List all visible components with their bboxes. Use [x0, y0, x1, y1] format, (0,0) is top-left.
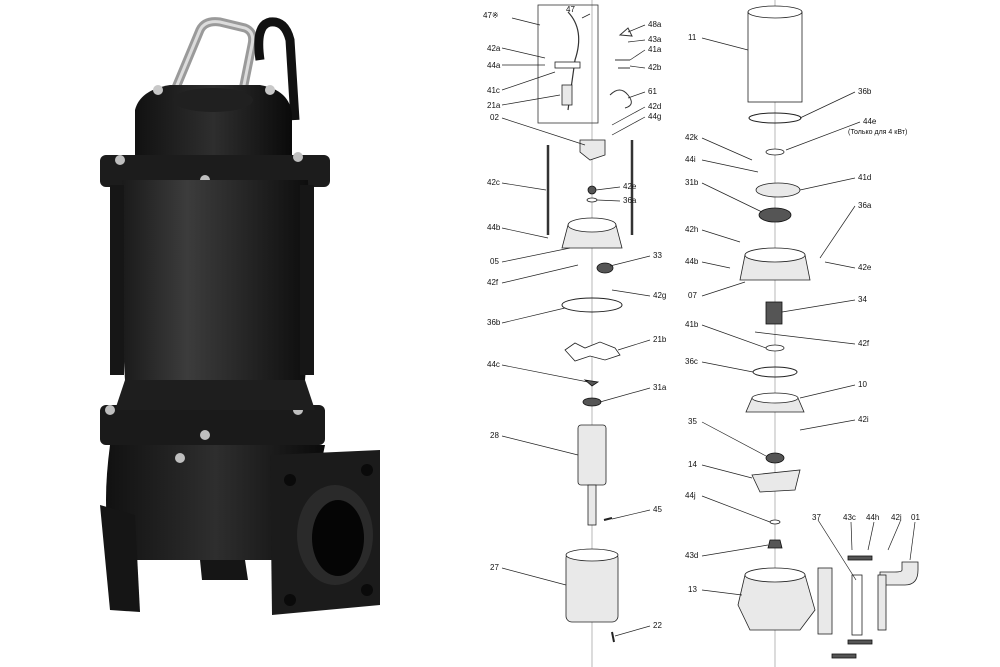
- label-42g: 42g: [653, 291, 666, 300]
- label-33: 33: [653, 251, 662, 260]
- label-14: 14: [688, 460, 697, 469]
- label-44a: 44a: [487, 61, 501, 70]
- label-61: 61: [648, 87, 657, 96]
- part-13-flange: [817, 567, 833, 635]
- label-44e: 44e: [863, 117, 877, 126]
- label-31b: 31b: [685, 178, 699, 187]
- label-11: 11: [688, 33, 697, 42]
- label-36b: 36b: [487, 318, 501, 327]
- label-02: 02: [490, 113, 499, 122]
- part-61: [609, 89, 632, 109]
- label-42k: 42k: [685, 133, 699, 142]
- cable-inset-box: [537, 4, 599, 124]
- leader-lines: [501, 13, 916, 637]
- label-13: 13: [688, 585, 697, 594]
- label-31a: 31a: [653, 383, 667, 392]
- part-36b: [561, 297, 623, 313]
- label-45: 45: [653, 505, 662, 514]
- label-05: 05: [490, 257, 499, 266]
- part-21b: [564, 341, 621, 362]
- label-47-note: 47※: [483, 11, 499, 20]
- power-cable: [254, 17, 300, 121]
- part-14-impeller: [751, 469, 801, 493]
- label-42b: 42b: [648, 63, 662, 72]
- label-42e: 42e: [623, 182, 637, 191]
- label-43a: 43a: [648, 35, 662, 44]
- label-42h: 42h: [685, 225, 698, 234]
- label-42e-r: 42e: [858, 263, 872, 272]
- label-44j: 44j: [685, 491, 696, 500]
- label-36b-r: 36b: [858, 87, 872, 96]
- label-41d: 41d: [858, 173, 871, 182]
- label-44h: 44h: [866, 513, 879, 522]
- label-42d: 42d: [648, 102, 661, 111]
- label-42f-r: 42f: [858, 339, 870, 348]
- label-36c: 36c: [685, 357, 698, 366]
- label-44b-r: 44b: [685, 257, 699, 266]
- label-44i: 44i: [685, 155, 696, 164]
- label-36a: 36a: [623, 196, 637, 205]
- label-01: 01: [911, 513, 920, 522]
- label-07: 07: [688, 291, 697, 300]
- part-37-gasket: [851, 574, 863, 636]
- part-34-seal: [765, 301, 783, 325]
- label-35: 35: [688, 417, 697, 426]
- label-37: 37: [812, 513, 821, 522]
- label-43d: 43d: [685, 551, 698, 560]
- part-13-volute: [737, 574, 816, 631]
- part-33: [596, 262, 614, 274]
- support-leg: [100, 505, 140, 612]
- label-22: 22: [653, 621, 662, 630]
- label-44c: 44c: [487, 360, 500, 369]
- bolt-set: [831, 555, 873, 659]
- label-21b: 21b: [653, 335, 667, 344]
- label-10: 10: [858, 380, 867, 389]
- label-41a: 41a: [648, 45, 662, 54]
- label-41c: 41c: [487, 86, 500, 95]
- part-31b: [758, 207, 792, 223]
- label-42a: 42a: [487, 44, 501, 53]
- pump-photo: [100, 17, 380, 615]
- label-36a-r: 36a: [858, 201, 872, 210]
- label-42f: 42f: [487, 278, 499, 287]
- part-01-elbow: [879, 561, 919, 586]
- motor-body: [121, 180, 310, 380]
- label-27: 27: [490, 563, 499, 572]
- label-42c: 42c: [487, 178, 500, 187]
- label-28: 28: [490, 431, 499, 440]
- part-41d: [755, 182, 801, 198]
- label-44g: 44g: [648, 112, 661, 121]
- part-35: [765, 452, 785, 464]
- part-02: [579, 139, 606, 161]
- part-31a: [582, 397, 602, 407]
- label-47: 47: [566, 5, 575, 14]
- motor-head: [135, 85, 292, 160]
- part-27-stator: [565, 551, 619, 623]
- part-11-shell: [747, 11, 803, 103]
- label-21a: 21a: [487, 101, 501, 110]
- label-41b: 41b: [685, 320, 699, 329]
- part-28-rotor: [577, 424, 607, 486]
- note-4kw: (Только для 4 кВт): [848, 129, 907, 136]
- label-43c: 43c: [843, 513, 856, 522]
- label-44b: 44b: [487, 223, 501, 232]
- part-36b-right: [748, 112, 802, 124]
- label-48a: 48a: [648, 20, 662, 29]
- label-34: 34: [858, 295, 867, 304]
- label-42i: 42i: [858, 415, 869, 424]
- label-42j: 42j: [891, 513, 902, 522]
- part-48a: [615, 27, 633, 69]
